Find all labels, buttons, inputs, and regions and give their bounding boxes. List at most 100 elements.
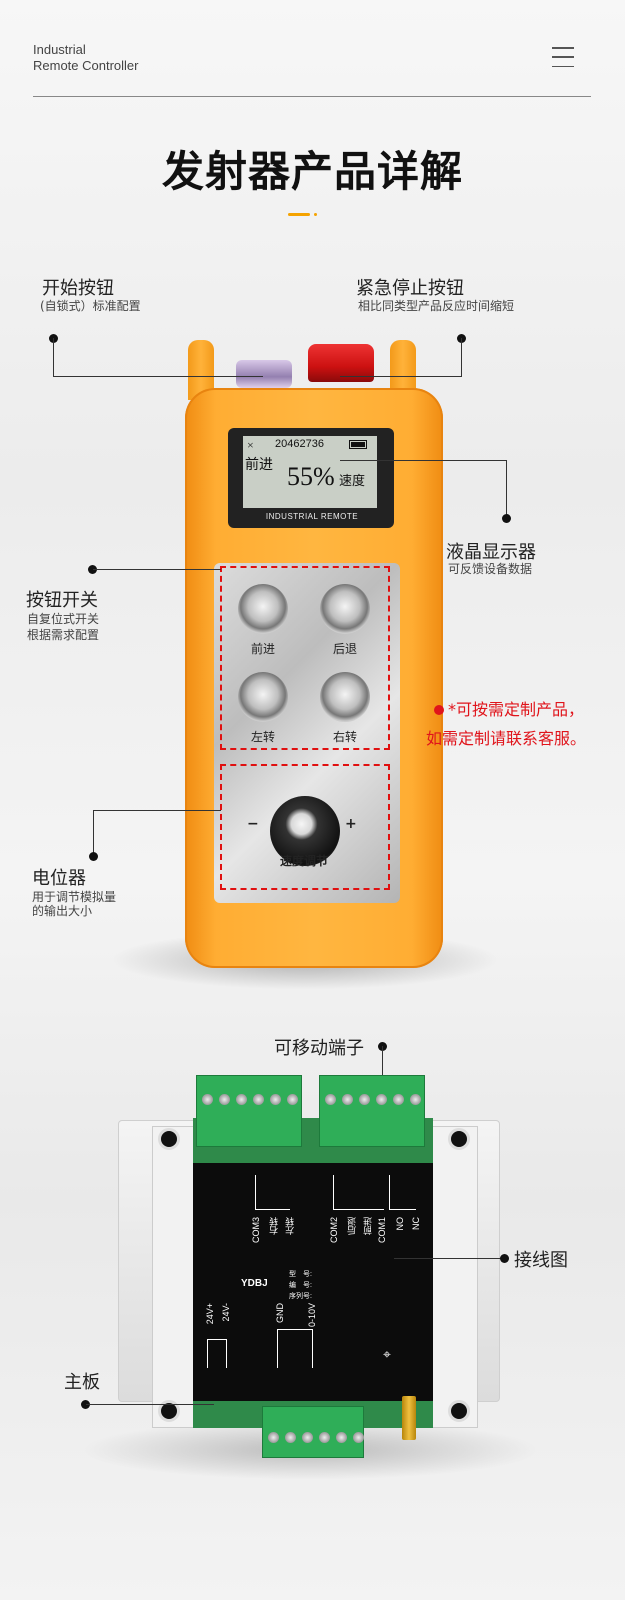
wiring-label-left: 左转 xyxy=(285,1217,295,1235)
wiring-title: 接线图 xyxy=(514,1250,568,1271)
terminal-block-right xyxy=(319,1075,425,1147)
wiring-label-com2: COM2 xyxy=(329,1217,339,1244)
switch-symbol-2 xyxy=(333,1175,384,1210)
brand-line1: Industrial xyxy=(33,42,86,57)
button-switch-leader xyxy=(93,569,221,570)
mount-hole-br xyxy=(448,1400,470,1422)
emergency-stop-title: 紧急停止按钮 xyxy=(356,278,464,299)
lcd-marker xyxy=(502,514,511,523)
header-divider xyxy=(33,96,591,97)
turn-left-label: 左转 xyxy=(250,730,275,744)
section-title: 发射器产品详解 xyxy=(161,147,463,196)
potentiometer-leader-h xyxy=(93,810,221,811)
turn-left-button[interactable] xyxy=(238,672,288,722)
emergency-stop-leader xyxy=(461,338,462,376)
lcd-value: 55% xyxy=(287,462,335,491)
wiring-label-24v-plus: 24V+ xyxy=(205,1303,215,1325)
custom-note-line2: 如需定制请联系客服。 xyxy=(426,729,587,748)
info-row-model: 型 号: xyxy=(289,1271,312,1278)
terminal-screws-bottom xyxy=(268,1432,364,1443)
backward-button[interactable] xyxy=(320,584,370,634)
lcd-screen: × 20462736 前进 55% 速度 xyxy=(243,436,377,508)
note-marker xyxy=(434,705,444,715)
wiring-label-right: 右转 xyxy=(269,1217,279,1235)
board-brand: YDBJ xyxy=(241,1278,268,1289)
potentiometer-desc1: 用于调节模拟量 xyxy=(32,890,117,904)
terminal-block-bottom xyxy=(262,1406,364,1458)
lcd-desc: 可反馈设备数据 xyxy=(448,562,533,576)
wiring-diagram-panel: COM3 右转 左转 COM2 后退 前进 COM1 NO NC YDBJ 型 … xyxy=(193,1163,433,1401)
terminal-screws-left xyxy=(202,1094,298,1105)
emergency-stop-button[interactable] xyxy=(308,344,374,382)
terminal-screws-right xyxy=(325,1094,421,1105)
backward-label: 后退 xyxy=(332,642,357,656)
wiring-leader xyxy=(394,1258,504,1259)
lcd-mode: 前进 xyxy=(245,458,273,473)
wiring-label-forward: 前进 xyxy=(363,1217,373,1235)
switch-symbol-3 xyxy=(389,1175,416,1210)
start-button-desc: (自锁式）标准配置 xyxy=(40,299,141,313)
mount-hole-bl xyxy=(158,1400,180,1422)
knob-label: 速度调节 xyxy=(279,854,328,868)
battery-icon xyxy=(349,440,367,449)
emergency-stop-desc: 相比同类型产品反应时间缩短 xyxy=(358,299,515,313)
wiring-marker xyxy=(500,1254,509,1263)
turn-right-label: 右转 xyxy=(332,730,357,744)
emergency-stop-leader-h xyxy=(340,376,462,377)
speed-knob[interactable] xyxy=(270,796,340,866)
start-button[interactable] xyxy=(236,360,292,388)
mainboard-leader xyxy=(86,1404,214,1405)
terminal-block-left xyxy=(196,1075,302,1147)
wiring-label-gnd: GND xyxy=(275,1303,285,1323)
button-zone-outline xyxy=(220,566,390,750)
start-button-title: 开始按钮 xyxy=(42,278,114,299)
start-button-leader-h xyxy=(53,376,263,377)
title-underline-dot xyxy=(314,213,317,216)
custom-note-line1: *可按需定制产品， xyxy=(448,700,585,719)
potentiometer-marker xyxy=(89,852,98,861)
antenna-icon: ⌖ xyxy=(383,1347,391,1363)
button-switch-desc2: 根据需求配置 xyxy=(27,628,100,642)
mainboard-marker xyxy=(81,1400,90,1409)
mount-hole-tl xyxy=(158,1128,180,1150)
wiring-label-nc: NC xyxy=(411,1217,421,1230)
info-row-number: 编 号: xyxy=(289,1282,312,1289)
minus-icon: − xyxy=(247,816,259,832)
brand-name: Industrial Remote Controller xyxy=(33,42,139,74)
wiring-label-24v-minus: 24V- xyxy=(221,1303,231,1322)
potentiometer-desc2: 的输出大小 xyxy=(32,904,93,918)
button-switch-desc1: 自复位式开关 xyxy=(27,612,100,626)
wiring-label-com3: COM3 xyxy=(251,1217,261,1244)
lcd-title: 液晶显示器 xyxy=(446,542,536,563)
mount-hole-tr xyxy=(448,1128,470,1150)
start-button-leader xyxy=(53,338,54,376)
menu-icon[interactable] xyxy=(552,47,574,67)
close-icon: × xyxy=(247,438,254,452)
plus-icon: + xyxy=(345,816,357,832)
analog-symbol xyxy=(277,1329,313,1368)
lcd-unit: 速度 xyxy=(339,473,366,488)
wiring-label-com1: COM1 xyxy=(377,1217,387,1244)
wiring-label-0-10v: 0-10V xyxy=(307,1303,317,1328)
mainboard-title: 主板 xyxy=(64,1372,100,1393)
potentiometer-title: 电位器 xyxy=(32,868,86,889)
lcd-id: 20462736 xyxy=(275,438,324,450)
terminals-title: 可移动端子 xyxy=(274,1038,364,1059)
wiring-label-back: 后退 xyxy=(347,1217,357,1235)
lcd-leader-h xyxy=(340,460,507,461)
forward-label: 前进 xyxy=(250,642,275,656)
info-row-serial: 序列号: xyxy=(289,1293,312,1300)
potentiometer-leader-v xyxy=(93,810,94,856)
turn-right-button[interactable] xyxy=(320,672,370,722)
title-underline xyxy=(288,213,310,216)
power-symbol xyxy=(207,1339,227,1368)
button-switch-marker xyxy=(88,565,97,574)
antenna-connector xyxy=(402,1396,416,1440)
knob-zone-outline xyxy=(220,764,390,890)
brand-line2: Remote Controller xyxy=(33,58,139,73)
wiring-label-no: NO xyxy=(395,1217,405,1231)
forward-button[interactable] xyxy=(238,584,288,634)
switch-symbol-1 xyxy=(255,1175,290,1210)
remote-logo: INDUSTRIAL REMOTE xyxy=(265,512,359,521)
button-switch-title: 按钮开关 xyxy=(26,590,98,611)
